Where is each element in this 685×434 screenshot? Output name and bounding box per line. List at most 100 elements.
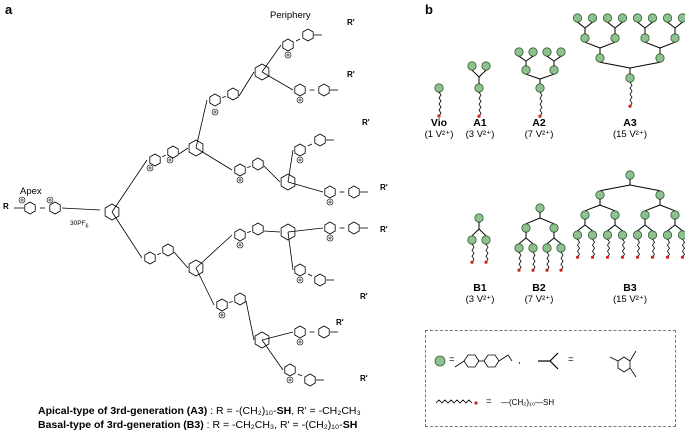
count-vio: (1 V²⁺)	[424, 129, 454, 140]
bond	[263, 230, 281, 233]
bond	[111, 159, 148, 213]
bond	[287, 231, 294, 271]
dendron-node	[662, 13, 673, 23]
branch-line	[577, 21, 586, 29]
pyridinium-ring	[294, 263, 306, 277]
bond	[157, 252, 161, 256]
r-prime-label-1: R'	[347, 18, 355, 27]
pyridinium-ring	[318, 325, 330, 339]
pyridinium-ring	[234, 228, 246, 242]
alkyl-chain	[478, 91, 482, 117]
positive-charge-icon	[296, 338, 304, 346]
dendron-node	[677, 13, 685, 23]
pyridinium-ring	[49, 201, 61, 215]
branch-line	[584, 224, 593, 232]
pyridinium-ring	[252, 222, 264, 236]
panel-a-letter: a	[5, 2, 13, 17]
r-apex-label: R	[3, 202, 9, 211]
molecule-bonds	[14, 28, 368, 387]
dendron-node	[602, 13, 613, 23]
branch-line	[525, 73, 541, 80]
bond	[307, 273, 313, 277]
caption-apical: Apical-type of 3rd-generation (A3) : R =…	[38, 405, 361, 417]
r-prime-label-5: R'	[380, 225, 388, 234]
dendron-node	[549, 223, 559, 233]
dendron-node	[572, 13, 583, 23]
count-b2: (7 V²⁺)	[524, 294, 554, 305]
alkyl-chain	[560, 251, 564, 271]
dendron-node	[647, 230, 658, 240]
dendron-node	[580, 33, 590, 43]
dendron-node	[647, 13, 658, 23]
branch-line	[607, 21, 616, 29]
pyridinium-ring	[149, 153, 161, 167]
branch-line	[599, 61, 631, 69]
branch-icon	[538, 352, 559, 370]
alkyl-chain	[485, 243, 489, 263]
branch-line	[584, 204, 601, 212]
thiol-tip	[484, 260, 488, 264]
alkyl-chain	[629, 81, 633, 107]
bond	[307, 143, 313, 147]
dendron-node	[617, 230, 628, 240]
positive-charge-icon	[166, 156, 174, 164]
label-b2: B2	[532, 282, 546, 294]
branch-line	[584, 41, 601, 49]
benzene-ring	[280, 173, 296, 191]
bond	[229, 301, 233, 303]
positive-charge-icon	[46, 196, 54, 204]
branch-line	[518, 237, 527, 245]
pyridinium-ring	[144, 251, 156, 265]
pyridinium-ring	[234, 292, 246, 306]
r-prime-label-6: R'	[360, 292, 368, 301]
positive-charge-icon	[296, 96, 304, 104]
bond	[261, 339, 284, 371]
legend-drawing	[434, 350, 637, 405]
alkyl-chain	[471, 243, 475, 263]
dendron-node	[610, 33, 620, 43]
bond	[247, 231, 251, 233]
counter-ion-label: 30PF6	[70, 220, 89, 230]
dendron-node	[535, 83, 545, 93]
label-vio: Vio	[430, 117, 448, 129]
bond	[263, 165, 281, 183]
dendron-node	[632, 13, 643, 23]
label-a3: A3	[623, 117, 637, 129]
thiol-tip	[517, 268, 521, 272]
count-a2: (7 V²⁺)	[524, 129, 554, 140]
positive-charge-icon	[236, 241, 244, 249]
bond	[287, 227, 324, 233]
dendron-node	[514, 47, 524, 57]
dendron-node	[549, 65, 559, 75]
branch-line	[546, 237, 555, 245]
bond	[111, 211, 143, 259]
branch-line	[539, 73, 555, 80]
dendron-node	[467, 235, 477, 245]
r-prime-label-3: R'	[362, 118, 370, 127]
bond	[261, 331, 294, 341]
branch-line	[667, 21, 676, 29]
positive-charge-icon	[326, 198, 334, 206]
branch-line	[553, 237, 562, 245]
bond	[247, 166, 251, 168]
bond	[261, 71, 294, 91]
positive-charge-icon	[284, 51, 292, 59]
legend-chain-formula: —(CH₂)₁₀—SH	[501, 398, 555, 407]
positive-charge-icon	[211, 108, 219, 116]
pyridinium-ring	[294, 325, 306, 339]
bond	[178, 147, 189, 155]
branch-line	[518, 55, 527, 62]
dendron-node	[467, 61, 477, 71]
bond	[245, 300, 255, 341]
thiol-tip	[665, 255, 670, 259]
dendron-node	[670, 33, 680, 43]
dendron-node	[474, 213, 484, 223]
branch-line	[599, 204, 616, 212]
benzene-ring	[188, 139, 204, 157]
pyridinium-ring	[314, 273, 326, 287]
legend-eq-2: =	[568, 354, 574, 365]
bond	[195, 234, 233, 269]
count-a3: (15 V²⁺)	[612, 129, 648, 140]
benzene-ring	[104, 203, 120, 221]
